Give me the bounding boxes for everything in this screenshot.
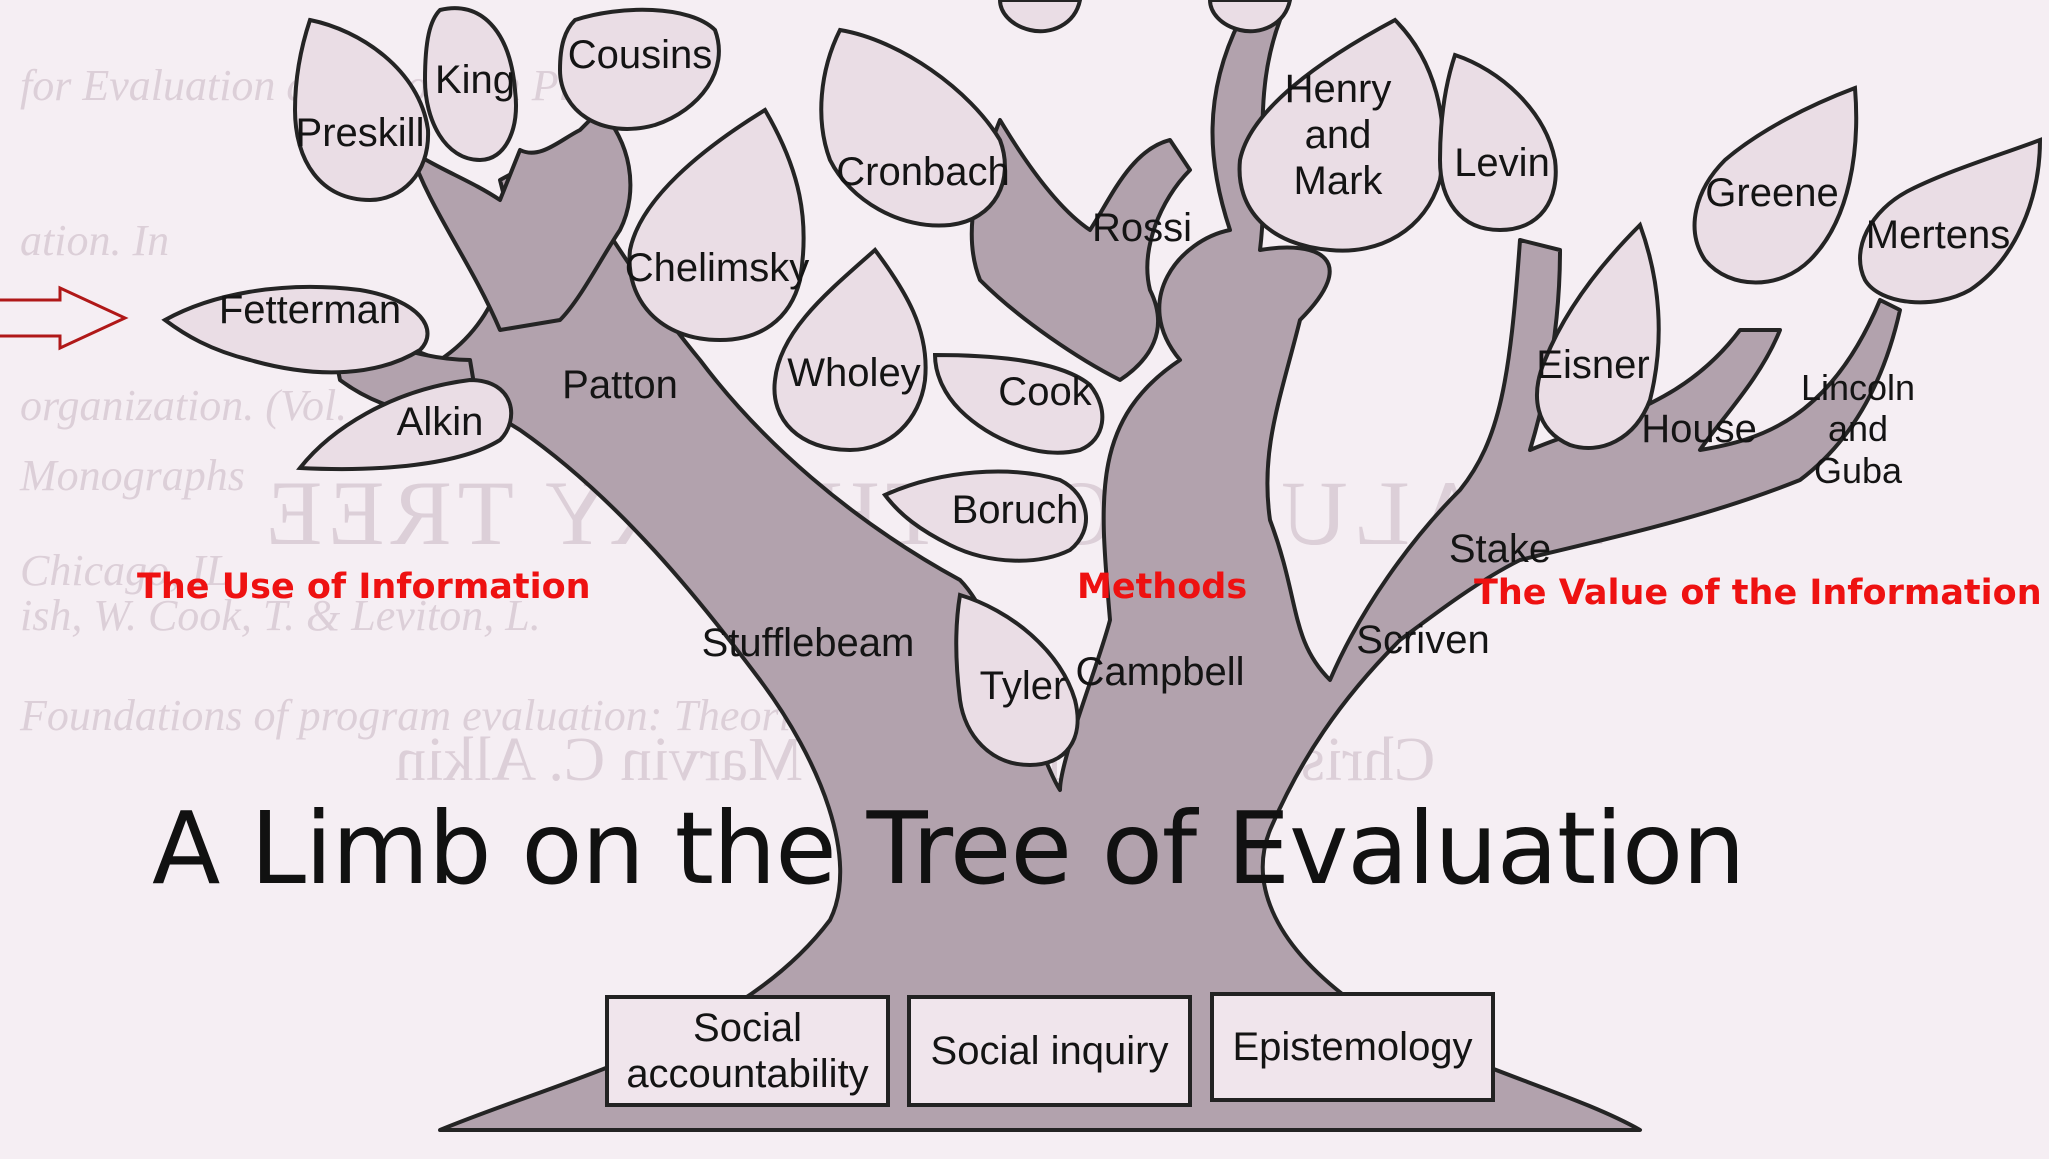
root-social-accountability: Social accountability: [605, 995, 890, 1107]
name-chelimsky: Chelimsky: [624, 246, 810, 290]
background-text-line: organization. (Vol.: [20, 381, 348, 430]
name-greene: Greene: [1705, 171, 1839, 215]
leaf-cousins: [557, 7, 721, 131]
name-king: King: [434, 58, 516, 102]
leaf-cronbach: [819, 27, 1007, 228]
name-mertens: Mertens: [1865, 213, 2011, 257]
name-cousins: Cousins: [567, 33, 713, 77]
name-scriven: Scriven: [1356, 618, 1490, 662]
name-house: House: [1641, 407, 1757, 451]
leaf-preskill: [292, 17, 431, 203]
name-fetterman: Fetterman: [218, 288, 402, 332]
name-cronbach: Cronbach: [836, 150, 1010, 194]
leaf-greene: [1692, 85, 1859, 285]
leaf-mertens: [1858, 137, 2043, 305]
slide-title: A Limb on the Tree of Evaluation: [152, 790, 1746, 907]
name-wholey: Wholey: [787, 351, 921, 395]
leaf-fetterman: [161, 284, 430, 375]
name-levin: Levin: [1454, 141, 1550, 185]
background-text-line: ation. In: [20, 216, 170, 265]
tree-trunk: [328, 18, 1902, 1132]
category-use-of-information: The Use of Information: [137, 567, 591, 607]
leaf-wholey: [772, 247, 928, 453]
name-tyler: Tyler: [979, 664, 1067, 708]
pointer-arrow: [0, 285, 129, 351]
name-patton: Patton: [562, 363, 678, 407]
root-epistemology: Epistemology: [1210, 992, 1495, 1102]
category-methods: Methods: [1077, 567, 1248, 607]
name-eisner: Eisner: [1536, 343, 1650, 387]
leaf-levin: [1437, 52, 1558, 233]
name-cook: Cook: [998, 370, 1092, 414]
leaf-eisner: [1535, 221, 1661, 450]
name-stake: Stake: [1448, 527, 1552, 571]
tree-leaves: [161, 0, 2043, 768]
background-text-line: Monographs: [20, 451, 245, 500]
background-text-line: ish, W. Cook, T. & Leviton, L.: [20, 591, 541, 640]
root-social-inquiry: Social inquiry: [907, 995, 1192, 1107]
leaf-boruch: [881, 469, 1088, 563]
name-alkin: Alkin: [396, 400, 484, 444]
name-stufflebeam: Stufflebeam: [701, 621, 915, 665]
name-rossi: Rossi: [1091, 206, 1193, 250]
leaf-king: [422, 6, 518, 163]
leaf-top-partial-left: [997, 0, 1083, 34]
name-henry-and-mark: Henry and Mark: [1284, 67, 1392, 203]
name-lincoln-and-guba: Lincoln and Guba: [1800, 366, 1916, 491]
name-campbell: Campbell: [1075, 650, 1245, 694]
leaf-alkin: [296, 377, 514, 472]
leaf-top-partial-right: [1207, 0, 1293, 34]
leaf-tyler: [954, 592, 1080, 768]
category-value-of-information: The Value of the Information: [1474, 573, 2042, 613]
name-boruch: Boruch: [951, 488, 1079, 532]
name-preskill: Preskill: [295, 111, 425, 155]
background-text-line: Chicago, IL: [20, 546, 231, 595]
leaf-cook: [932, 352, 1105, 455]
leaf-chelimsky: [627, 107, 806, 343]
